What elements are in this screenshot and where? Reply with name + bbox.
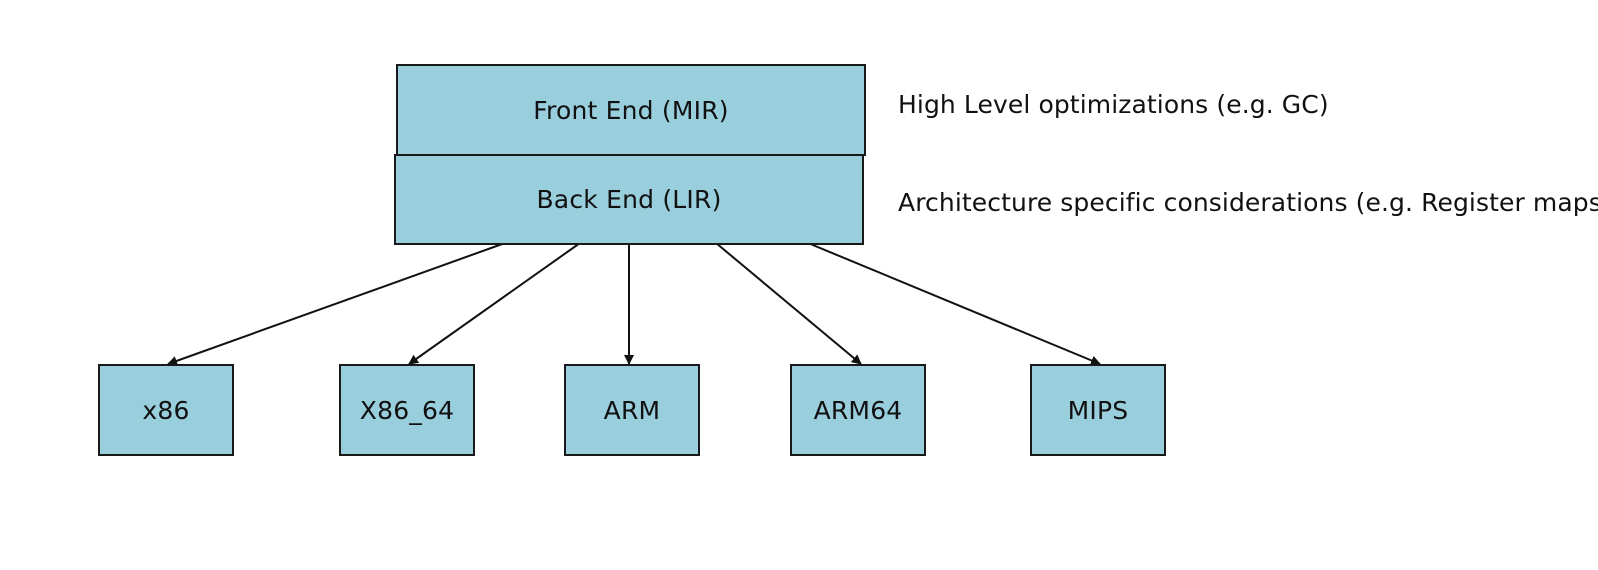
edge-to-x86-64 [408,242,581,365]
front-end-note: High Level optimizations (e.g. GC) [898,90,1329,119]
target-box-arm64: ARM64 [790,364,926,456]
target-box-arm: ARM [564,364,700,456]
edge-to-x86 [167,242,506,366]
edge-to-mips [807,242,1101,366]
back-end-note: Architecture specific considerations (e.… [898,188,1598,217]
back-end-box: Back End (LIR) [394,154,864,245]
target-box-x86-64: X86_64 [339,364,475,456]
target-label: X86_64 [359,395,455,425]
front-end-box: Front End (MIR) [396,64,866,156]
edge-to-arm64 [715,242,862,365]
target-box-x86: x86 [98,364,234,456]
front-end-label: Front End (MIR) [533,95,729,125]
target-label: x86 [142,395,190,425]
target-label: MIPS [1067,395,1129,425]
target-label: ARM [603,395,661,425]
target-box-mips: MIPS [1030,364,1166,456]
target-label: ARM64 [813,395,903,425]
back-end-label: Back End (LIR) [536,185,722,214]
